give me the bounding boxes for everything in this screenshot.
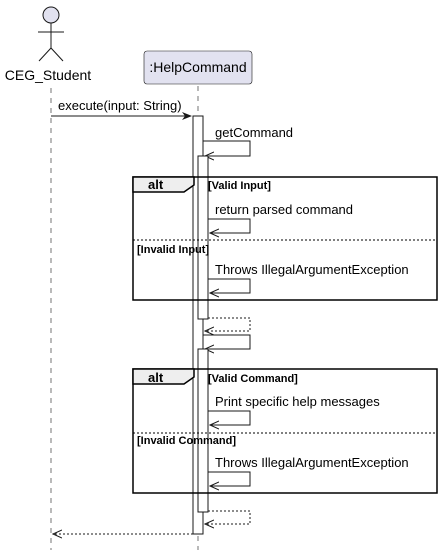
alt-fragment-1-guard-valid: [Valid Input] — [208, 180, 271, 192]
alt-fragment-1-tab — [132, 176, 195, 193]
return-getcommand-arrow — [205, 317, 251, 331]
alt-fragment-2-guard-invalid: [Invalid Command] — [137, 435, 236, 447]
help-activation-inner-1 — [197, 155, 209, 320]
message-return-parsed-arrow — [208, 218, 251, 233]
message-self-call-2-arrow — [203, 334, 251, 349]
student-actor-icon — [38, 6, 64, 62]
alt-fragment-2-guard-valid: [Valid Command] — [208, 373, 298, 385]
help-participant-box — [143, 50, 253, 85]
message-getcommand-label: getCommand — [215, 125, 293, 140]
return-self-call-2-arrow — [205, 510, 251, 524]
alt-fragment-1-guard-invalid: [Invalid Input] — [137, 244, 209, 256]
help-participant-label: :HelpCommand — [149, 59, 246, 75]
message-throws-2-label: Throws IllegalArgumentException — [215, 455, 409, 470]
message-throws-1-label: Throws IllegalArgumentException — [215, 262, 409, 277]
help-activation-inner-2 — [197, 348, 209, 513]
message-print-help-label: Print specific help messages — [215, 394, 380, 409]
alt-fragment-2 — [132, 368, 438, 494]
message-throws-1-arrow — [208, 278, 251, 293]
student-actor-label: CEG_Student — [5, 67, 91, 83]
message-print-help-arrow — [208, 410, 251, 425]
message-throws-2-arrow — [208, 471, 251, 486]
alt-fragment-2-operator: alt — [148, 370, 164, 385]
message-return-parsed-label: return parsed command — [215, 202, 353, 217]
message-execute-label: execute(input: String) — [58, 98, 182, 113]
help-activation-outer — [192, 115, 204, 535]
alt-fragment-1 — [132, 176, 438, 301]
message-getcommand-arrow — [203, 140, 251, 156]
alt-fragment-2-tab — [132, 368, 195, 385]
alt-fragment-1-operator: alt — [148, 177, 164, 192]
